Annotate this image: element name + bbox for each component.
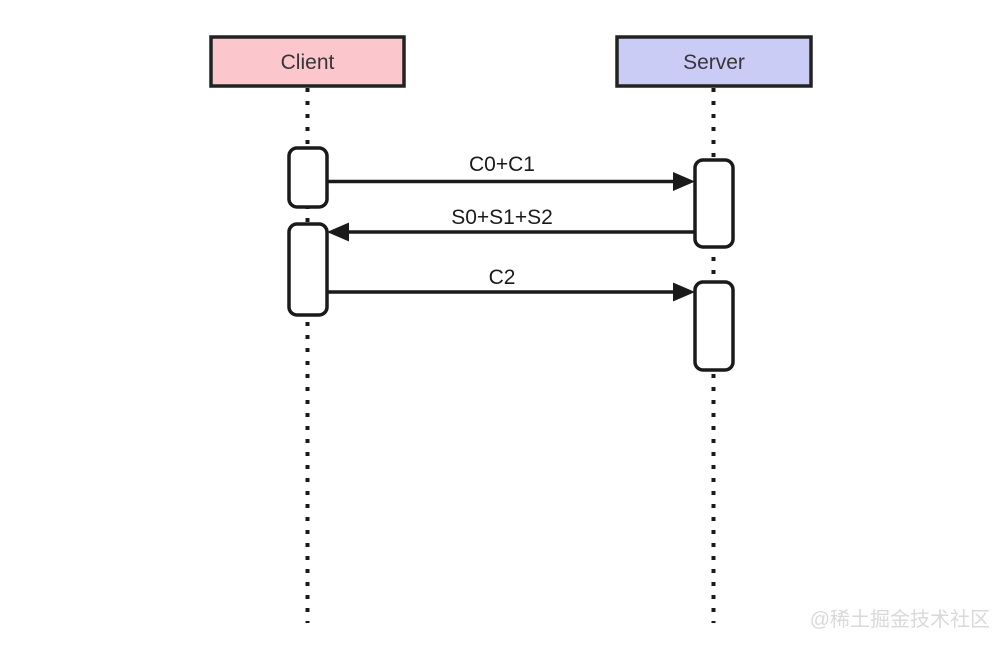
server-label: Server <box>683 51 745 74</box>
client-label: Client <box>281 51 335 74</box>
client-actor: Client <box>209 35 406 88</box>
message-3-label: C2 <box>489 266 516 289</box>
server-actor: Server <box>615 35 813 88</box>
message-3-arrowhead-right <box>673 282 695 302</box>
message-3: C2 <box>327 266 695 302</box>
message-2-arrowhead-left <box>327 222 349 242</box>
client-activation-2 <box>287 222 329 317</box>
server-header-box <box>615 35 813 88</box>
message-2: S0+S1+S2 <box>327 206 695 242</box>
client-activation-1 <box>287 146 329 209</box>
server-activation-1 <box>693 158 735 249</box>
client-header-box <box>209 35 406 88</box>
server-activation-2 <box>693 280 735 372</box>
watermark-text: @稀土掘金技术社区 <box>810 608 990 631</box>
message-2-label: S0+S1+S2 <box>451 206 553 229</box>
message-1-label: C0+C1 <box>469 153 535 176</box>
message-1: C0+C1 <box>327 153 695 191</box>
message-1-arrowhead-right <box>673 172 695 191</box>
